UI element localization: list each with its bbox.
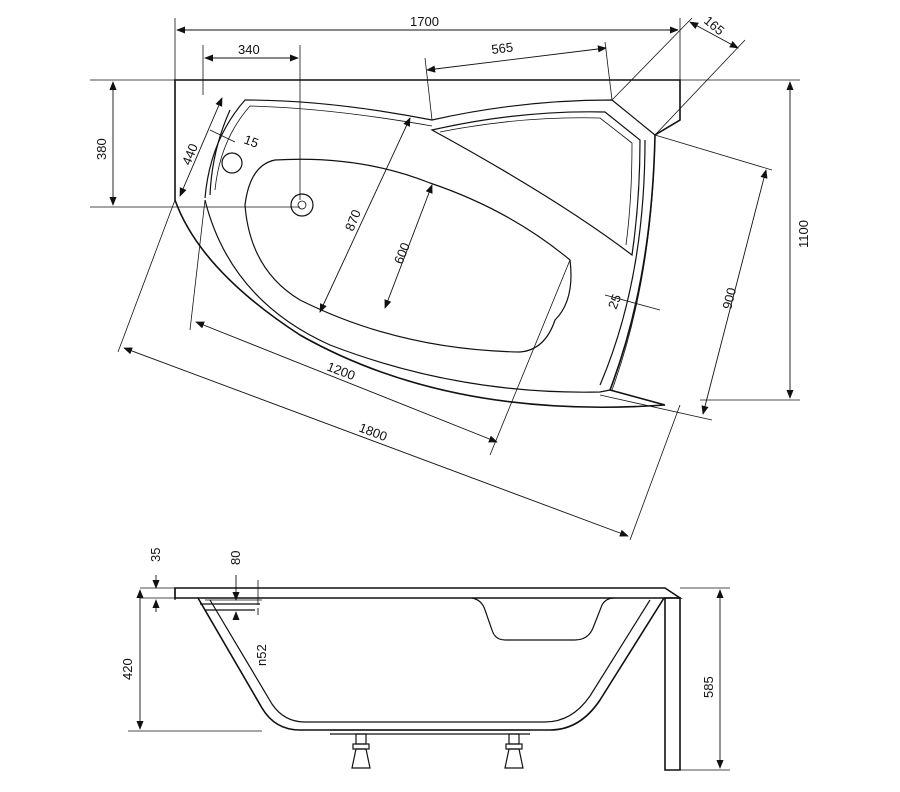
dim-label-25: 25 bbox=[605, 292, 624, 311]
dim-line-870 bbox=[319, 117, 411, 313]
dim-label-35: 35 bbox=[148, 548, 163, 562]
plan-right-inner-wall bbox=[599, 139, 646, 386]
dim-line-165 bbox=[689, 21, 739, 49]
plan-backrest-panel-inner bbox=[439, 117, 633, 246]
dim-label-340: 340 bbox=[238, 42, 260, 57]
drain-hole bbox=[290, 193, 314, 217]
dim-label-80: 80 bbox=[228, 551, 243, 565]
plan-backrest-panel bbox=[430, 111, 641, 257]
dim-line-440 bbox=[179, 97, 223, 197]
dim-label-15: 15 bbox=[242, 132, 261, 151]
dim-label-870: 870 bbox=[342, 207, 364, 233]
plan-headrest-curve bbox=[209, 109, 231, 196]
dim-label-380: 380 bbox=[94, 138, 109, 160]
dim-label-1100: 1100 bbox=[796, 220, 811, 248]
dim-line-900 bbox=[701, 169, 768, 415]
dim-line-1800 bbox=[123, 347, 629, 537]
dim-line-565 bbox=[426, 45, 607, 73]
side-backrest-recess bbox=[471, 597, 615, 641]
side-dimensions: 35 80 n52 420 585 bbox=[120, 548, 730, 771]
side-apron-panel bbox=[664, 597, 681, 771]
dim-label-420: 420 bbox=[120, 658, 135, 680]
side-foot-left bbox=[351, 733, 371, 769]
dim-label-900: 900 bbox=[719, 286, 739, 311]
dim-label-565: 565 bbox=[491, 39, 514, 57]
drain-hole-inner bbox=[297, 200, 307, 210]
dim-label-165: 165 bbox=[701, 13, 727, 38]
dim-label-440: 440 bbox=[179, 141, 201, 167]
side-view bbox=[174, 587, 683, 771]
plan-dimensions: 1700 340 565 165 380 440 15 870 600 bbox=[90, 13, 811, 541]
dim-line-1200 bbox=[195, 321, 498, 443]
plan-rim-inner-2 bbox=[214, 105, 433, 191]
dim-label-1700: 1700 bbox=[410, 14, 439, 29]
plan-view bbox=[174, 79, 681, 409]
plan-outer-outline bbox=[174, 79, 681, 409]
side-foot-right bbox=[504, 733, 524, 769]
plan-outer-shell bbox=[204, 199, 611, 393]
side-rim bbox=[174, 587, 683, 599]
side-body-inner bbox=[209, 599, 651, 723]
overflow-hole bbox=[221, 152, 243, 174]
dim-label-n52: n52 bbox=[254, 644, 269, 666]
plan-right-inner-wall-2 bbox=[611, 139, 656, 391]
dim-label-585: 585 bbox=[701, 676, 716, 698]
dim-line-600 bbox=[384, 184, 433, 309]
